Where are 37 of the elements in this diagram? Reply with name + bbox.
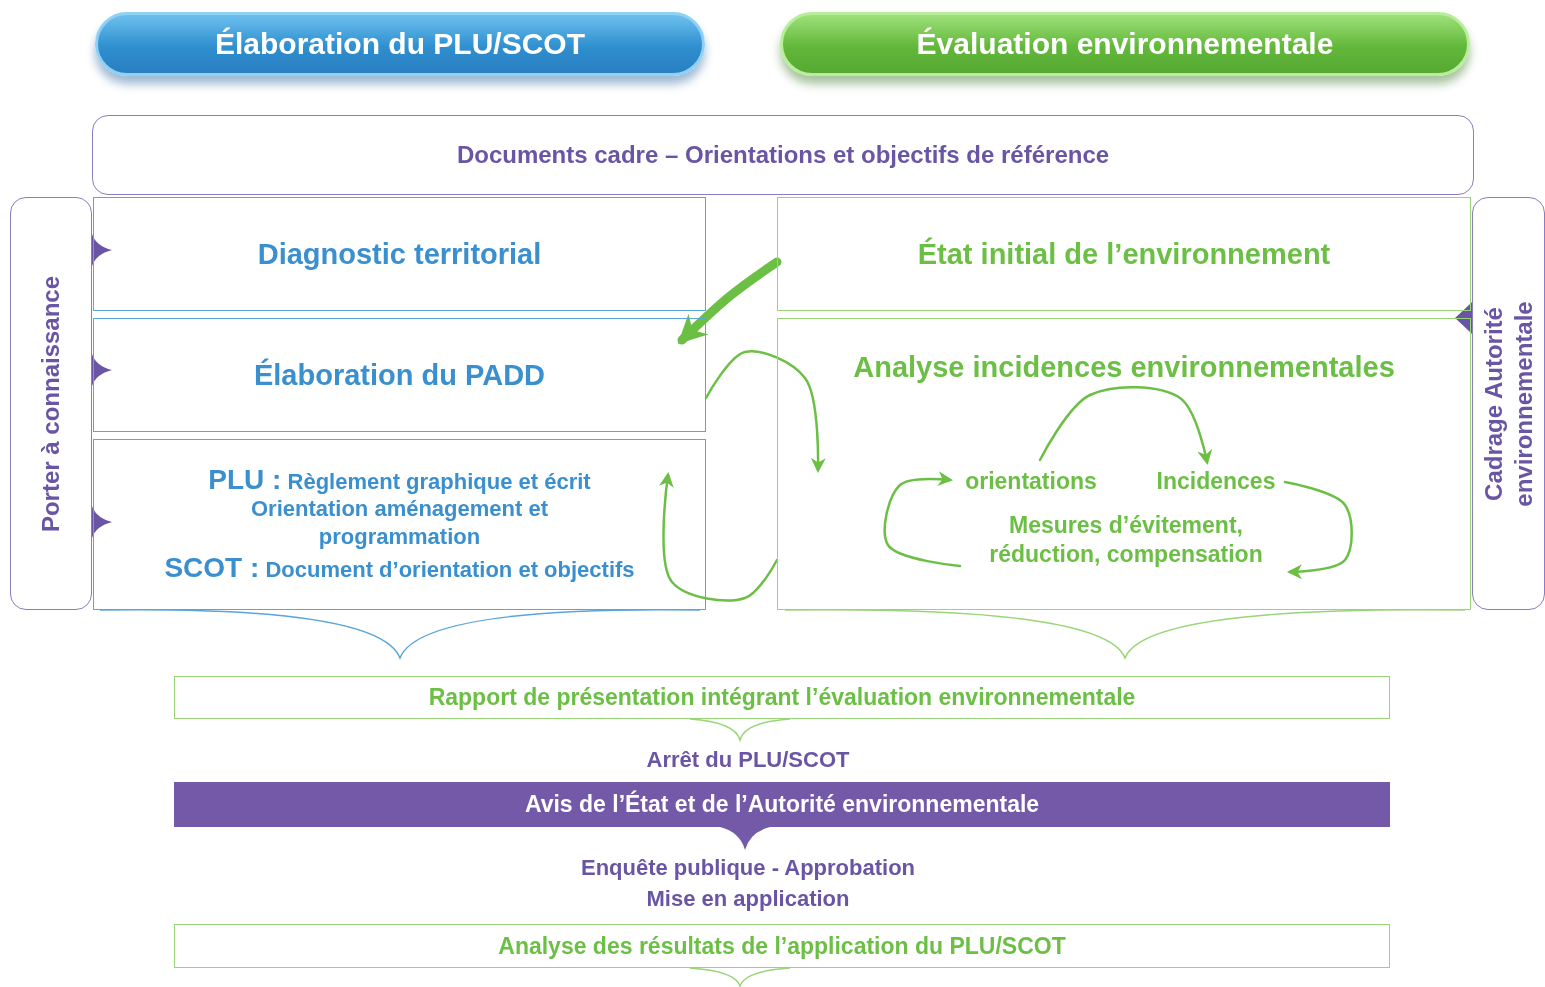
arrow: [1038, 386, 1213, 465]
side-panel: [1472, 197, 1545, 610]
process-box: [777, 318, 1471, 610]
step-label: Enquête publique - Approbation Mise en application: [579, 854, 916, 913]
arrow: [677, 257, 782, 345]
box-text: Avis de l’État et de l’Autorité environnementale: [524, 790, 1040, 819]
result-box: [174, 924, 1390, 968]
result-box: [174, 676, 1390, 719]
box-text: Élaboration du PADD: [253, 357, 546, 393]
header-pill: [780, 12, 1470, 76]
box-heading: Analyse incidences environnementales: [853, 350, 1395, 385]
box-text: Cadrage Autorité environnementale: [1478, 299, 1538, 509]
step-label: Arrêt du PLU/SCOT: [645, 746, 851, 774]
box-text: Porter à connaissance: [36, 274, 65, 534]
process-box: [777, 197, 1471, 311]
side-panel: [10, 197, 92, 610]
box-text: SCOT : Document d’orientation et objectifs: [164, 554, 635, 584]
header-pill: [95, 12, 705, 76]
box-text: PLU : Règlement graphique et écrit Orientation aménagement et programmation: [207, 465, 592, 550]
box-text: Mesures d’évitement, réduction, compensation: [988, 511, 1264, 569]
box-text: Rapport de présentation intégrant l’évaluation environnementale: [428, 683, 1136, 712]
arrow: [658, 472, 779, 602]
box-text: État initial de l’environnement: [917, 236, 1331, 272]
box-text: Incidences: [1156, 466, 1276, 496]
box-text: Analyse des résultats de l’application du PLU/SCOT: [498, 931, 1066, 961]
arrow: [704, 350, 826, 473]
arrow: [883, 471, 962, 568]
box-text: orientations: [965, 466, 1097, 496]
box-text: Documents cadre – Orientations et objectifs de référence: [456, 140, 1110, 170]
box-text: Diagnostic territorial: [257, 236, 542, 272]
process-box: [93, 318, 706, 432]
box-text: Évaluation environnementale: [916, 26, 1334, 63]
process-box: [93, 197, 706, 311]
framework-box: [92, 115, 1474, 195]
box-text: Élaboration du PLU/SCOT: [215, 26, 585, 63]
arrow: [1283, 480, 1353, 580]
process-box: [93, 439, 706, 610]
